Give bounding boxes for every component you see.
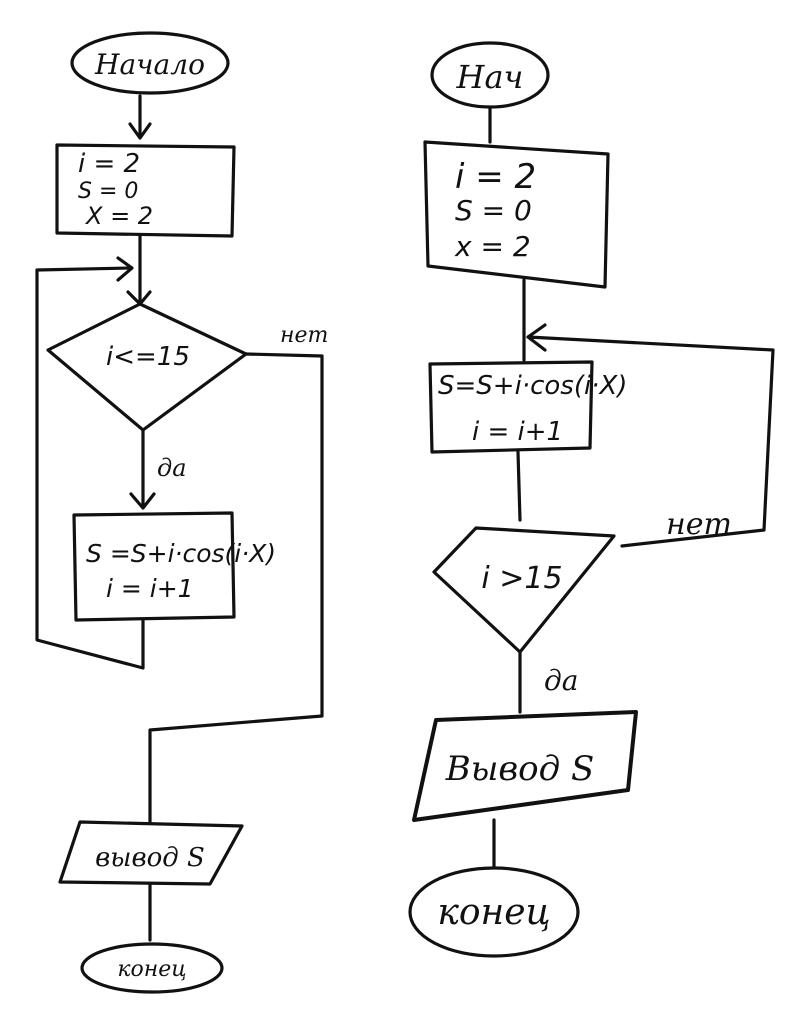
right-init-line-3: x = 2: [454, 230, 531, 263]
left-flowchart: Начало i = 2 S = 0 X = 2 i<=15 да S =S+i…: [35, 31, 328, 994]
right-start-label: Нач: [456, 58, 524, 96]
left-process-line-1: S =S+i·cos(i·X): [86, 539, 276, 568]
left-no-branch-line: [148, 352, 324, 824]
left-output-parallelogram: [58, 820, 244, 886]
left-init-line-2: S = 0: [78, 179, 138, 204]
right-output-label: Вывод S: [445, 749, 595, 789]
left-init-box: [55, 143, 236, 238]
right-init-line-2: S = 0: [455, 194, 532, 227]
left-process-line-2: i = i+1: [106, 574, 194, 603]
right-process-line-2: i = i+1: [472, 417, 563, 447]
right-no-label: нет: [666, 507, 732, 542]
right-end-terminal: [408, 866, 580, 958]
right-condition-label: i >15: [481, 561, 562, 596]
left-output-label: вывод S: [95, 843, 205, 873]
right-process-box: [428, 360, 594, 454]
right-init-line-1: i = 2: [455, 157, 536, 197]
right-loop-back-line: [526, 323, 775, 548]
right-flowchart: Нач i = 2 S = 0 x = 2 нет S=S+i·cos(i·X)…: [408, 41, 775, 958]
right-line-process-decision: [516, 450, 522, 522]
right-process-line-1: S=S+i·cos(i·X): [438, 371, 627, 401]
left-arrow-yes: [129, 428, 156, 510]
left-init-line-3: X = 2: [84, 202, 153, 230]
left-process-box: [72, 511, 236, 622]
right-yes-label: да: [544, 664, 578, 697]
right-init-box: [423, 140, 610, 289]
left-start-terminal: [70, 31, 230, 95]
left-loop-back-line: [35, 256, 145, 670]
left-no-label: нет: [280, 323, 328, 348]
left-init-line-1: i = 2: [78, 149, 140, 179]
left-arrow-start-init: [128, 94, 152, 140]
left-yes-label: да: [157, 454, 187, 482]
left-condition-label: i<=15: [106, 342, 190, 372]
right-end-label: конец: [437, 892, 550, 933]
left-end-terminal: [80, 942, 224, 994]
right-output-parallelogram: [412, 710, 638, 822]
left-start-label: Начало: [94, 48, 205, 81]
left-end-label: конец: [117, 957, 186, 982]
